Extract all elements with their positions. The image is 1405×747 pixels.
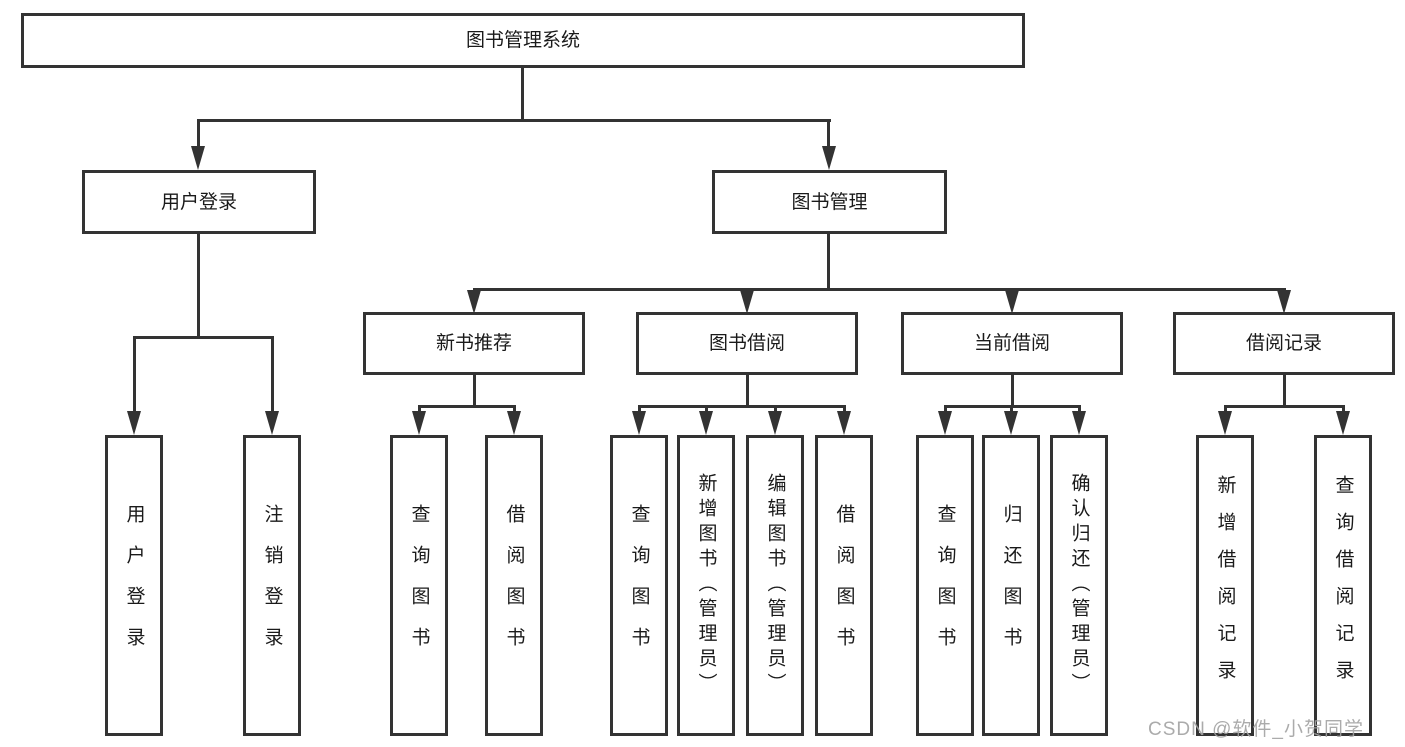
connector-drop-logout-leaf [271, 336, 274, 413]
leaf-user-login: 用户登录 [105, 435, 163, 736]
connector-book-management-bar [473, 288, 1286, 291]
arrow-to-br-query [1336, 411, 1350, 435]
connector-book-management-stem [827, 234, 830, 290]
node-current-borrow: 当前借阅 [901, 312, 1123, 375]
connector-stub [1010, 405, 1013, 412]
connector-stub [1078, 405, 1081, 412]
connector-stub [1224, 405, 1227, 412]
arrow-to-login-leaf [127, 411, 141, 435]
connector-records-stem [1283, 375, 1286, 407]
arrow-to-nb-query [412, 411, 426, 435]
arrow-to-cb-confirm [1072, 411, 1086, 435]
connector-root-stem [521, 68, 524, 121]
arrow-to-bb-edit [768, 411, 782, 435]
node-new-book-recommend: 新书推荐 [363, 312, 585, 375]
arrow-to-user-login [191, 146, 205, 170]
connector-user-login-stem [197, 234, 200, 338]
connector-stub [843, 405, 846, 412]
leaf-newbook-borrow: 借阅图书 [485, 435, 543, 736]
arrow-to-book-borrow [740, 290, 754, 314]
connector-drop-login-leaf [133, 336, 136, 413]
leaf-logout: 注销登录 [243, 435, 301, 736]
node-user-login: 用户登录 [82, 170, 316, 234]
node-borrow-records: 借阅记录 [1173, 312, 1395, 375]
connector-stub [774, 405, 777, 412]
node-root: 图书管理系统 [21, 13, 1025, 68]
arrow-to-current-borrow [1005, 290, 1019, 314]
arrow-to-bb-borrow [837, 411, 851, 435]
connector-newbook-stem [473, 375, 476, 407]
connector-drop-book-management [827, 119, 830, 148]
connector-records-bar [1224, 405, 1345, 408]
connector-stub [705, 405, 708, 412]
connector-currentborrow-stem [1011, 375, 1014, 407]
leaf-currentborrow-confirm-admin: 确认归还（管理员） [1050, 435, 1108, 736]
connector-bookborrow-bar [638, 405, 846, 408]
connector-stub [638, 405, 641, 412]
leaf-bookborrow-borrow: 借阅图书 [815, 435, 873, 736]
leaf-currentborrow-return: 归还图书 [982, 435, 1040, 736]
connector-drop-user-login [197, 119, 200, 148]
arrow-to-br-add [1218, 411, 1232, 435]
arrow-to-cb-query [938, 411, 952, 435]
arrow-to-cb-return [1004, 411, 1018, 435]
leaf-bookborrow-add-admin: 新增图书（管理员） [677, 435, 735, 736]
arrow-to-bb-query [632, 411, 646, 435]
leaf-newbook-query: 查询图书 [390, 435, 448, 736]
arrow-to-nb-borrow [507, 411, 521, 435]
leaf-records-query: 查询借阅记录 [1314, 435, 1372, 736]
leaf-bookborrow-query: 查询图书 [610, 435, 668, 736]
connector-user-login-bar [133, 336, 274, 339]
connector-stub [1342, 405, 1345, 412]
connector-stub [944, 405, 947, 412]
node-book-borrow: 图书借阅 [636, 312, 858, 375]
arrow-to-logout-leaf [265, 411, 279, 435]
connector-newbook-bar [418, 405, 516, 408]
leaf-currentborrow-query: 查询图书 [916, 435, 974, 736]
node-book-management: 图书管理 [712, 170, 947, 234]
arrow-to-bb-add [699, 411, 713, 435]
arrow-to-book-management [822, 146, 836, 170]
leaf-records-add: 新增借阅记录 [1196, 435, 1254, 736]
connector-root-bar [197, 119, 831, 122]
connector-bookborrow-stem [746, 375, 749, 407]
connector-stub [513, 405, 516, 412]
arrow-to-new-book-recommend [467, 290, 481, 314]
connector-stub [418, 405, 421, 412]
arrow-to-borrow-records [1277, 290, 1291, 314]
leaf-bookborrow-edit-admin: 编辑图书（管理员） [746, 435, 804, 736]
csdn-watermark: CSDN @软件_小贺同学 [1148, 719, 1364, 740]
